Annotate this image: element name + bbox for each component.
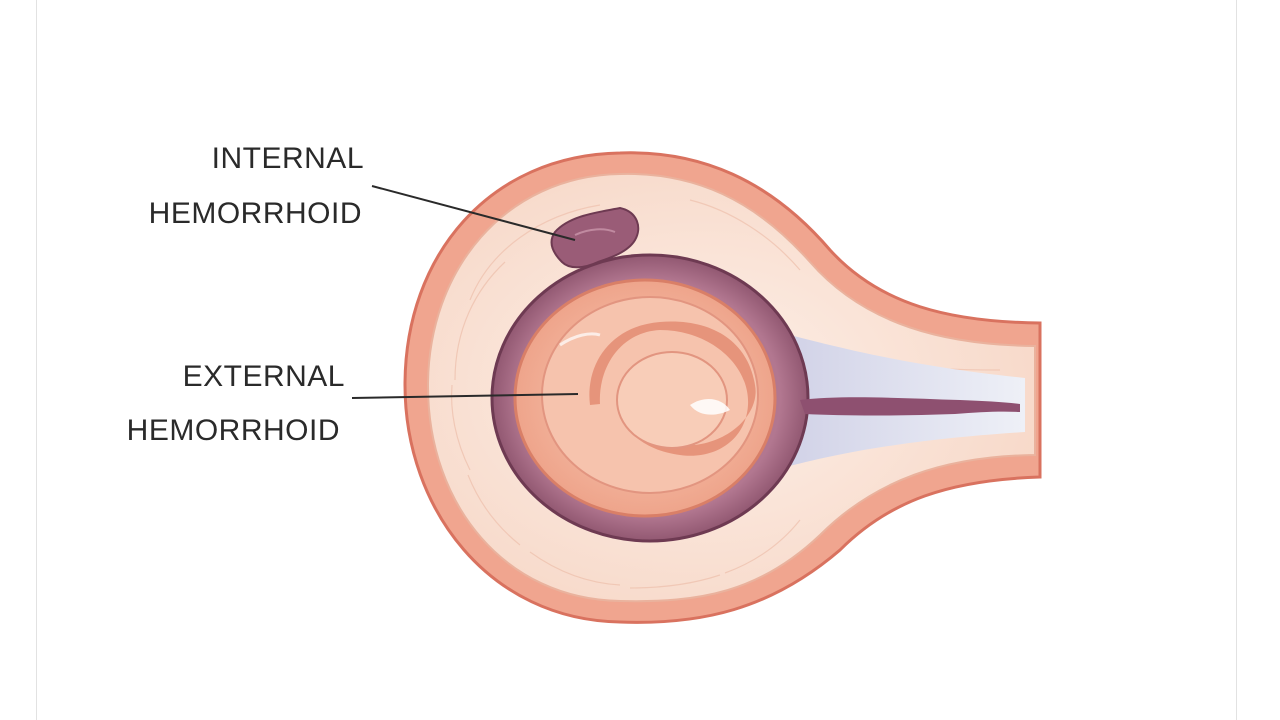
internal-label-line2: HEMORRHOID (149, 197, 362, 230)
external-label-line2: HEMORRHOID (127, 414, 340, 447)
right-frame-border (1236, 0, 1237, 720)
internal-hemorrhoid-lump (550, 206, 640, 269)
internal-leader-line (371, 185, 576, 241)
internal-label-line1: INTERNAL (212, 142, 364, 175)
highlight-streak (559, 332, 601, 347)
left-frame-border (36, 0, 37, 720)
external-leader-line (351, 393, 579, 399)
spiral-center (616, 351, 728, 449)
external-label-line1: EXTERNAL (183, 360, 345, 393)
vessel-tail (800, 397, 1020, 416)
lump-highlight (574, 228, 616, 236)
light-highlight (690, 398, 730, 415)
